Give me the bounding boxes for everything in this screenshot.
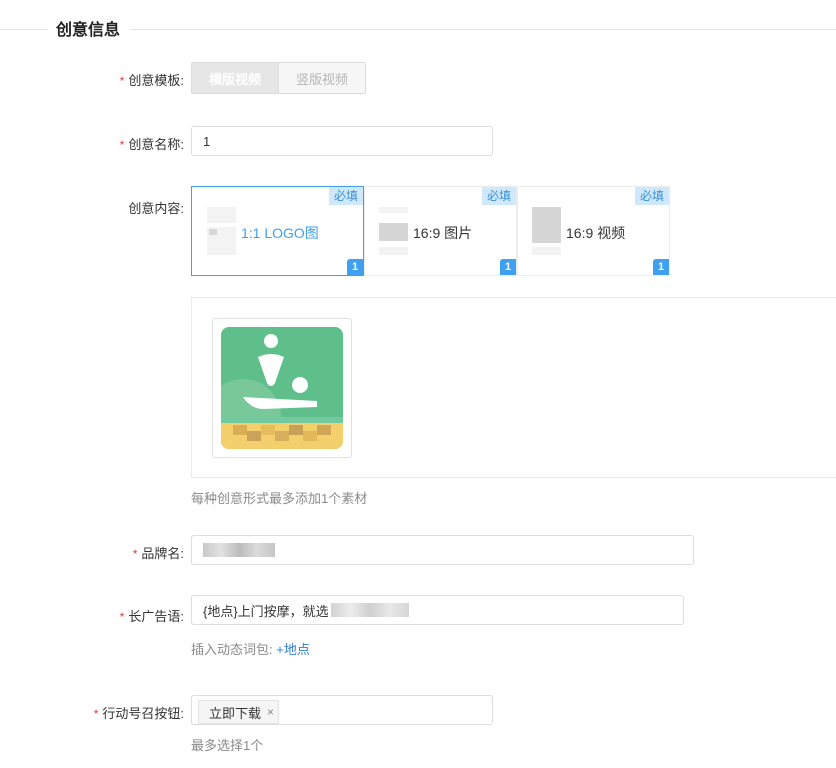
video-placeholder-icon: [532, 247, 561, 255]
section-divider-left: [0, 29, 48, 30]
insert-label: 插入动态词包:: [191, 642, 273, 657]
template-label: *创意模板:: [120, 70, 184, 89]
cta-label-text: 行动号召按钮:: [102, 706, 184, 721]
logo-placeholder-icon: [209, 229, 217, 235]
uploaded-logo-thumbnail[interactable]: [212, 318, 352, 458]
image-placeholder-icon: [379, 247, 408, 255]
cta-tag: 立即下载 ×: [198, 700, 280, 724]
section-title: 创意信息: [56, 16, 129, 40]
name-label: *创意名称:: [120, 134, 184, 153]
count-badge: 1: [500, 259, 516, 275]
required-mark: *: [132, 547, 138, 561]
redacted-text: [330, 603, 409, 617]
required-mark: *: [93, 707, 99, 721]
slogan-label: *长广告语:: [120, 606, 184, 625]
slogan-label-text: 长广告语:: [128, 609, 184, 624]
redacted-text: [203, 543, 275, 557]
count-badge: 1: [653, 259, 669, 275]
cta-tag-label: 立即下载: [209, 705, 262, 721]
count-badge: 1: [347, 259, 363, 275]
required-mark: *: [119, 610, 125, 624]
required-badge: 必填: [634, 187, 669, 205]
template-option-vertical[interactable]: 竖版视频: [278, 63, 365, 93]
required-mark: *: [119, 74, 125, 88]
brand-name-input[interactable]: [191, 535, 694, 565]
card-title: 16:9 图片: [413, 225, 473, 241]
slogan-text: {地点}上门按摩，就选: [203, 603, 329, 619]
card-title: 16:9 视频: [566, 225, 626, 241]
image-placeholder-icon: [379, 207, 408, 213]
logo-placeholder-icon: [207, 207, 236, 223]
video-placeholder-icon: [532, 207, 561, 243]
template-selector: 横版视频 竖版视频: [191, 62, 366, 94]
slogan-input[interactable]: {地点}上门按摩，就选: [191, 595, 684, 625]
required-badge: 必填: [481, 187, 516, 205]
content-card-video[interactable]: 16:9 视频 必填 1: [517, 186, 670, 276]
template-option-horizontal[interactable]: 横版视频: [192, 63, 278, 93]
massage-logo-image: [221, 327, 343, 449]
creative-name-input[interactable]: 1: [191, 126, 493, 156]
section-divider-right: [130, 29, 836, 30]
close-icon[interactable]: ×: [267, 705, 275, 719]
cta-label: *行动号召按钮:: [94, 703, 184, 722]
content-label: 创意内容:: [128, 201, 184, 216]
insert-location-link[interactable]: +地点: [276, 642, 310, 657]
content-card-image[interactable]: 16:9 图片 必填 1: [364, 186, 517, 276]
template-label-text: 创意模板:: [128, 73, 184, 88]
card-title: 1:1 LOGO图: [241, 225, 319, 241]
content-card-logo[interactable]: 1:1 LOGO图 必填 1: [191, 186, 364, 276]
material-upload-area: [191, 297, 836, 478]
cta-hint: 最多选择1个: [191, 738, 264, 753]
brand-label-text: 品牌名:: [141, 546, 184, 561]
image-placeholder-icon: [379, 223, 408, 241]
insert-dynamic-words: 插入动态词包: +地点: [191, 639, 310, 658]
name-label-text: 创意名称:: [128, 137, 184, 152]
content-hint: 每种创意形式最多添加1个素材: [191, 491, 368, 506]
required-badge: 必填: [328, 187, 363, 205]
required-mark: *: [119, 138, 125, 152]
brand-label: *品牌名:: [133, 543, 184, 562]
